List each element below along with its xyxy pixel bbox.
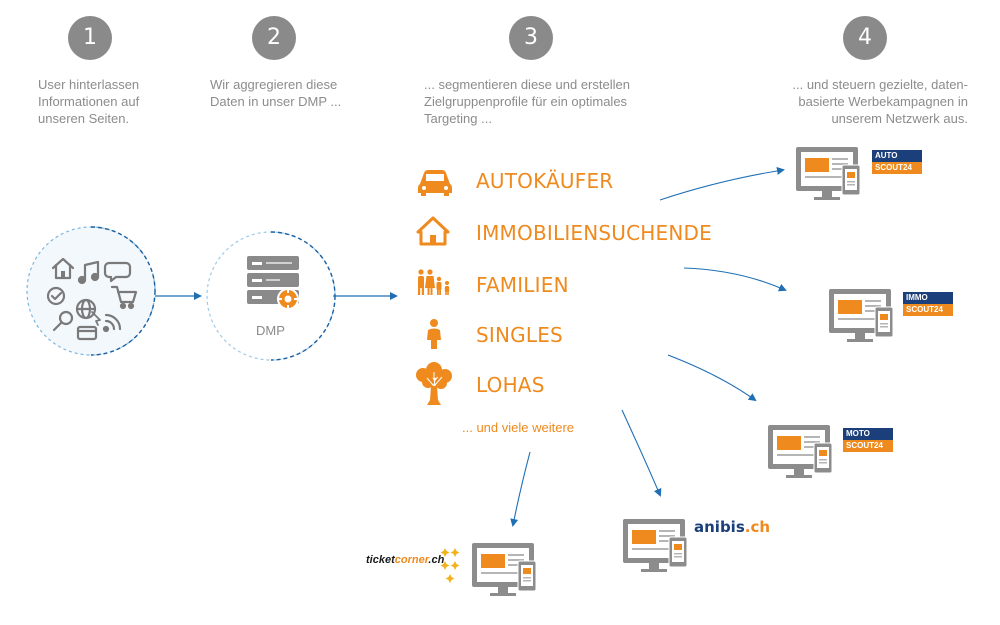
segment-autokaeufer: AUTOKÄUFER — [476, 169, 614, 193]
dmp-label: DMP — [256, 323, 285, 338]
step-1-text: User hinterlassen Informationen auf unse… — [38, 77, 140, 126]
family-icon — [418, 269, 450, 295]
globe-cursor-icon — [75, 298, 101, 326]
device-autoscout — [795, 146, 861, 201]
rss-icon — [102, 313, 122, 333]
home-icon — [51, 257, 75, 280]
segment-lohas: LOHAS — [476, 373, 545, 397]
device-immoscout — [828, 288, 894, 343]
credit-card-icon — [76, 325, 98, 341]
immoscout24-logo-bottom: SCOUT24 — [903, 304, 953, 316]
autoscout24-logo-bottom: SCOUT24 — [872, 162, 922, 174]
anibis-logo-suffix: .ch — [744, 518, 771, 536]
arrow-to-ticketcorner — [510, 451, 531, 527]
motoscout24-logo-bottom: SCOUT24 — [843, 440, 893, 452]
ticketcorner-logo-part3: .ch — [428, 554, 445, 566]
arrow-to-immoscout — [683, 267, 787, 292]
house-icon — [416, 216, 450, 246]
autoscout24-logo: AUTO SCOUT24 — [872, 150, 922, 174]
person-icon — [427, 319, 441, 349]
motoscout24-logo-top: MOTO — [843, 428, 893, 440]
step-3-text: ... segmentieren diese und erstellen Zie… — [424, 77, 630, 126]
ticketcorner-logo-part2: corner — [394, 554, 429, 566]
server-gear-icon — [247, 256, 299, 310]
music-note-icon — [77, 260, 100, 285]
immoscout24-logo-top: IMMO — [903, 292, 953, 304]
motoscout24-logo: MOTO SCOUT24 — [843, 428, 893, 452]
ticketcorner-logo: ticketcorner.ch — [366, 554, 444, 566]
arrow-to-motoscout — [667, 354, 757, 402]
segment-familien: FAMILIEN — [476, 273, 569, 297]
checkmark-icon — [46, 286, 66, 306]
segment-immobiliensuchende: IMMOBILIENSUCHENDE — [476, 221, 712, 245]
chat-bubble-icon — [103, 261, 132, 283]
magnifier-icon — [52, 310, 74, 332]
data-collection-circle — [26, 226, 156, 356]
step-3-number: 3 — [509, 16, 553, 60]
stars-decoration — [440, 548, 460, 583]
autoscout24-logo-top: AUTO — [872, 150, 922, 162]
arrow-to-anibis — [621, 409, 662, 497]
step-1-number: 1 — [68, 16, 112, 60]
more-segments-text: ... und viele weitere — [462, 420, 575, 435]
step-4-number: 4 — [843, 16, 887, 60]
step-2-number: 2 — [252, 16, 296, 60]
step-4-text: ... und steuern gezielte, daten- basiert… — [792, 77, 968, 126]
arrow-to-autoscout — [659, 166, 785, 201]
device-anibis — [622, 518, 688, 573]
device-ticketcorner — [471, 542, 537, 597]
segment-singles: SINGLES — [476, 323, 563, 347]
immoscout24-logo: IMMO SCOUT24 — [903, 292, 953, 316]
step-2-text: Wir aggregieren diese Daten in unser DMP… — [210, 77, 342, 109]
tree-icon — [416, 362, 452, 405]
car-icon — [418, 170, 452, 196]
device-motoscout — [767, 424, 833, 479]
anibis-logo-name: anibis — [694, 518, 745, 536]
ticketcorner-logo-part1: ticket — [366, 554, 395, 566]
shopping-cart-icon — [110, 285, 138, 310]
anibis-logo: anibis.ch — [694, 518, 770, 536]
